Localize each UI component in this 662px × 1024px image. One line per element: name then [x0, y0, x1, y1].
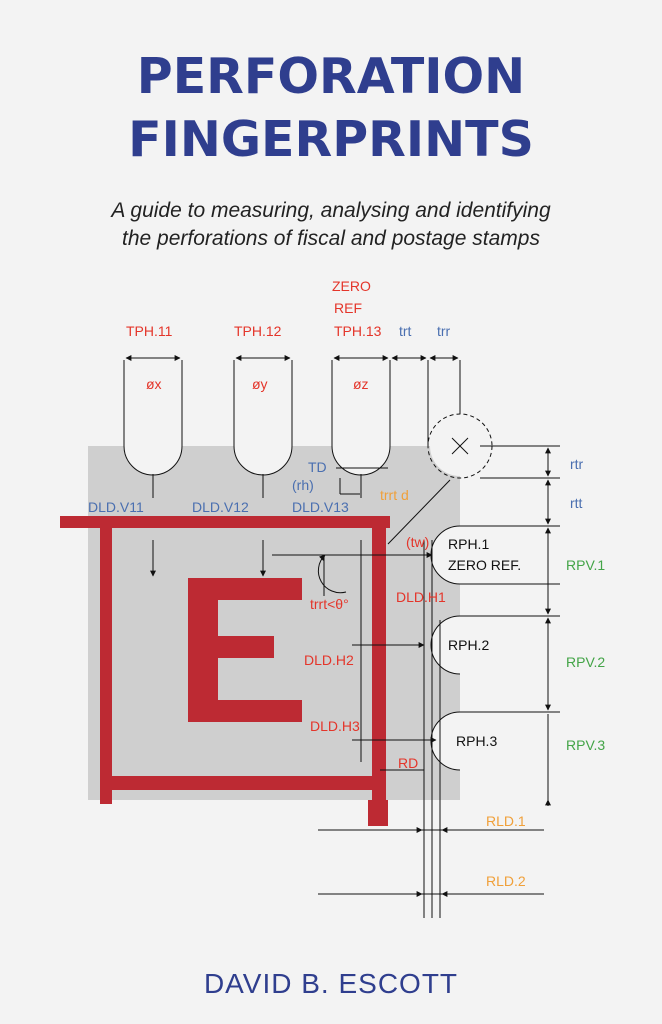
subtitle-line-1: A guide to measuring, analysing and iden… [111, 199, 551, 222]
label-rph2: RPH.2 [448, 637, 489, 653]
letter-e [188, 578, 302, 722]
label-rld1: RLD.1 [486, 813, 526, 829]
label-zero-ref: ZERO REF. [448, 557, 521, 573]
label-rpv3: RPV.3 [566, 737, 605, 753]
label-td: TD [308, 459, 327, 475]
label-dld-v11: DLD.V11 [88, 499, 144, 515]
label-tph11: TPH.11 [126, 323, 173, 339]
red-frame [60, 516, 390, 826]
subtitle-line-2: the perforations of fiscal and postage s… [122, 227, 540, 250]
label-rpv2: RPV.2 [566, 654, 605, 670]
label-dld-h2: DLD.H2 [304, 652, 354, 668]
label-oy: øy [252, 376, 268, 392]
label-rpv1: RPV.1 [566, 557, 605, 573]
label-trt: trt [399, 323, 412, 339]
label-ox: øx [146, 376, 162, 392]
label-zero: ZERO [332, 278, 371, 294]
label-dld-v13: DLD.V13 [292, 499, 349, 515]
title-line-2: FINGERPRINTS [128, 111, 534, 168]
label-trrt-d: trrt d [380, 487, 409, 503]
label-dld-h3: DLD.H3 [310, 718, 360, 734]
label-dld-h1: DLD.H1 [396, 589, 446, 605]
label-ref: REF [334, 300, 362, 316]
title-line-1: PERFORATION [136, 48, 526, 105]
label-trrt-theta: trrt<θ° [310, 596, 349, 612]
label-rph3: RPH.3 [456, 733, 497, 749]
label-tw: (tw) [406, 534, 429, 550]
stamp-body [88, 446, 460, 800]
label-tph13: TPH.13 [334, 323, 382, 339]
label-rtt: rtt [570, 495, 583, 511]
label-rld2: RLD.2 [486, 873, 526, 889]
label-rh: (rh) [292, 477, 314, 493]
label-oz: øz [353, 376, 369, 392]
label-dld-v12: DLD.V12 [192, 499, 249, 515]
label-rtr: rtr [570, 456, 584, 472]
author-name: DAVID B. ESCOTT [203, 968, 459, 999]
label-tph12: TPH.12 [234, 323, 282, 339]
label-trr: trr [437, 323, 451, 339]
label-rd: RD [398, 755, 418, 771]
label-rph1: RPH.1 [448, 536, 489, 552]
